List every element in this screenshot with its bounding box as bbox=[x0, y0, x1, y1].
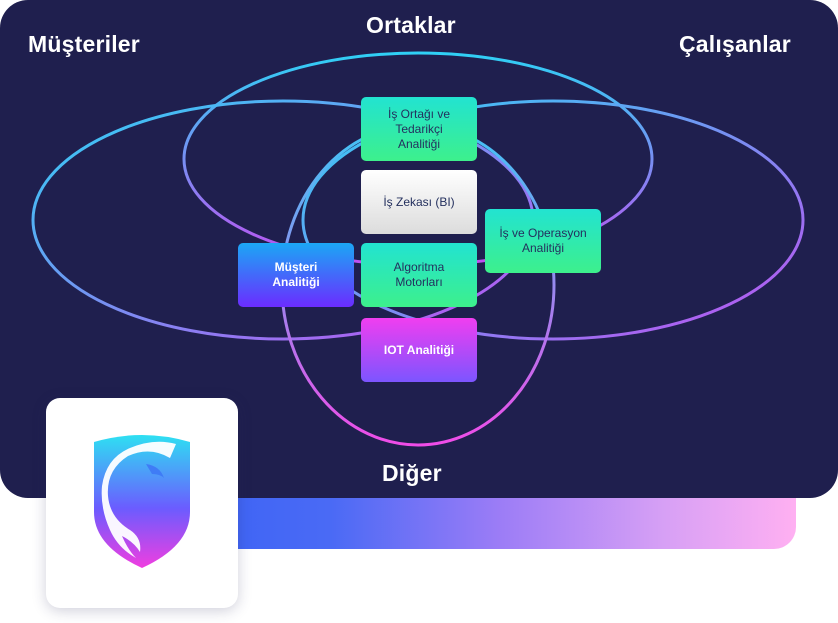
horse-head-shield-logo-icon bbox=[94, 435, 190, 568]
box-partner-analytics: İş Ortağı ve Tedarikçi Analitiği bbox=[361, 97, 477, 161]
heading-musteriler: Müşteriler bbox=[28, 31, 140, 57]
box-customer-analytics: Müşteri Analitiği bbox=[238, 243, 354, 307]
box-partner-line-3: Analitiği bbox=[397, 136, 441, 151]
box-customer-line-2: Analitiği bbox=[272, 275, 320, 289]
box-partner-line-1: İş Ortağı ve bbox=[387, 106, 451, 121]
box-operations-analytics: İş ve Operasyon Analitiği bbox=[485, 209, 601, 273]
logo-card bbox=[46, 398, 238, 608]
heading-calisanlar: Çalışanlar bbox=[679, 31, 791, 57]
box-customer-line-1: Müşteri bbox=[274, 260, 318, 274]
box-bi-label: İş Zekası (BI) bbox=[383, 194, 455, 209]
heading-diger: Diğer bbox=[382, 460, 442, 486]
ellipse-calisanlar bbox=[301, 99, 805, 341]
box-iot-label: IOT Analitiği bbox=[383, 342, 455, 357]
heading-ortaklar: Ortaklar bbox=[366, 12, 456, 38]
box-business-intelligence: İş Zekası (BI) bbox=[361, 170, 477, 234]
box-algorithm-engines: Algoritma Motorları bbox=[361, 243, 477, 307]
box-iot-analytics: IOT Analitiği bbox=[361, 318, 477, 382]
box-partner-line-2: Tedarikçi bbox=[395, 121, 443, 136]
box-algorithm-line-2: Motorları bbox=[395, 275, 443, 289]
box-algorithm-line-1: Algoritma bbox=[393, 260, 445, 274]
box-operations-line-1: İş ve Operasyon bbox=[499, 226, 587, 240]
box-operations-line-2: Analitiği bbox=[521, 241, 565, 255]
